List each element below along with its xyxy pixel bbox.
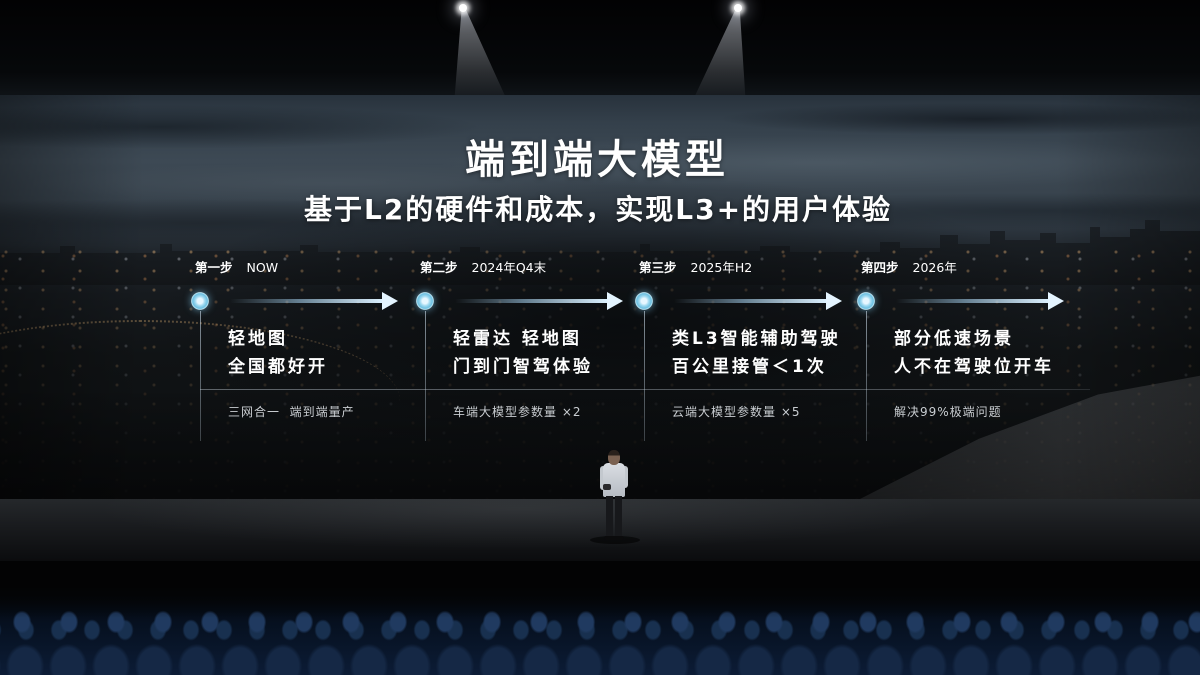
presenter-shirt bbox=[603, 463, 625, 497]
right-arrow-icon bbox=[230, 292, 398, 310]
step-headline-2: 百公里接管＜1次 bbox=[672, 357, 827, 377]
step-time: NOW bbox=[246, 260, 279, 275]
presenter-shoes bbox=[604, 536, 624, 540]
step-note: 云端大模型参数量 ×5 bbox=[672, 405, 801, 419]
stage-floor bbox=[0, 499, 1200, 561]
arrow-shaft bbox=[230, 299, 383, 303]
arrow-head bbox=[382, 292, 398, 310]
presenter bbox=[598, 446, 630, 542]
step-label: 第一步 bbox=[195, 260, 233, 275]
slide-title: 端到端大模型 bbox=[465, 137, 729, 183]
stage-floor-glow bbox=[0, 499, 1200, 561]
roadmap-step-4: 第四步 2026年 部分低速场景 人不在驾驶位开车 解决99%极端问题 bbox=[846, 255, 1076, 445]
step-label: 第四步 bbox=[861, 260, 899, 275]
step-vertical-line bbox=[644, 311, 645, 441]
step-headline-1: 轻地图 bbox=[228, 329, 288, 349]
step-vertical-line bbox=[200, 311, 201, 441]
roadmap-divider bbox=[200, 389, 1090, 390]
presenter-arm-right bbox=[622, 466, 628, 488]
presenter-shadow bbox=[590, 536, 640, 544]
arrow-head bbox=[1048, 292, 1064, 310]
step-note: 三网合一 端到端量产 bbox=[228, 405, 355, 419]
step-time: 2026年 bbox=[912, 260, 957, 275]
step-vertical-line bbox=[425, 311, 426, 441]
spotlight-icon bbox=[459, 4, 467, 12]
step-headline-1: 类L3智能辅助驾驶 bbox=[672, 329, 841, 349]
step-headline-1: 轻雷达 轻地图 bbox=[453, 329, 582, 349]
right-arrow-icon bbox=[896, 292, 1064, 310]
circle-dot-icon bbox=[191, 292, 209, 310]
arrow-head bbox=[607, 292, 623, 310]
presenter-leg-left bbox=[606, 496, 613, 538]
step-label: 第三步 bbox=[639, 260, 677, 275]
circle-dot-icon bbox=[635, 292, 653, 310]
presenter-leg-right bbox=[615, 496, 622, 538]
spotlight-icon bbox=[734, 4, 742, 12]
step-time: 2024年Q4末 bbox=[471, 260, 547, 275]
circle-dot-icon bbox=[857, 292, 875, 310]
presenter-clicker bbox=[603, 484, 611, 490]
arrow-shaft bbox=[896, 299, 1049, 303]
step-headline-2: 全国都好开 bbox=[228, 357, 328, 377]
step-headline-1: 部分低速场景 bbox=[894, 329, 1014, 349]
step-note: 解决99%极端问题 bbox=[894, 405, 1002, 419]
step-headline-2: 人不在驾驶位开车 bbox=[894, 357, 1054, 377]
right-arrow-icon bbox=[674, 292, 842, 310]
step-header: 第二步 2024年Q4末 bbox=[420, 259, 546, 277]
roadmap-step-1: 第一步 NOW 轻地图 全国都好开 三网合一 端到端量产 bbox=[180, 255, 410, 445]
arrow-head bbox=[826, 292, 842, 310]
step-note: 车端大模型参数量 ×2 bbox=[453, 405, 582, 419]
arrow-shaft bbox=[455, 299, 608, 303]
step-header: 第三步 2025年H2 bbox=[639, 259, 752, 277]
circle-dot-icon bbox=[416, 292, 434, 310]
stage-pit bbox=[0, 561, 1200, 591]
step-label: 第二步 bbox=[420, 260, 458, 275]
step-headline-2: 门到门智驾体验 bbox=[453, 357, 593, 377]
arrow-shaft bbox=[674, 299, 827, 303]
roadmap-step-2: 第二步 2024年Q4末 轻雷达 轻地图 门到门智驾体验 车端大模型参数量 ×2 bbox=[405, 255, 635, 445]
right-arrow-icon bbox=[455, 292, 623, 310]
audience-fade bbox=[0, 588, 1200, 618]
presenter-head bbox=[608, 450, 620, 465]
ceiling bbox=[0, 0, 1200, 96]
step-time: 2025年H2 bbox=[690, 260, 753, 275]
step-header: 第一步 NOW bbox=[195, 259, 278, 277]
step-header: 第四步 2026年 bbox=[861, 259, 957, 277]
roadmap-step-3: 第三步 2025年H2 类L3智能辅助驾驶 百公里接管＜1次 云端大模型参数量 ×… bbox=[624, 255, 854, 445]
step-vertical-line bbox=[866, 311, 867, 441]
slide-subtitle: 基于L2的硬件和成本，实现L3+的用户体验 bbox=[303, 193, 893, 226]
